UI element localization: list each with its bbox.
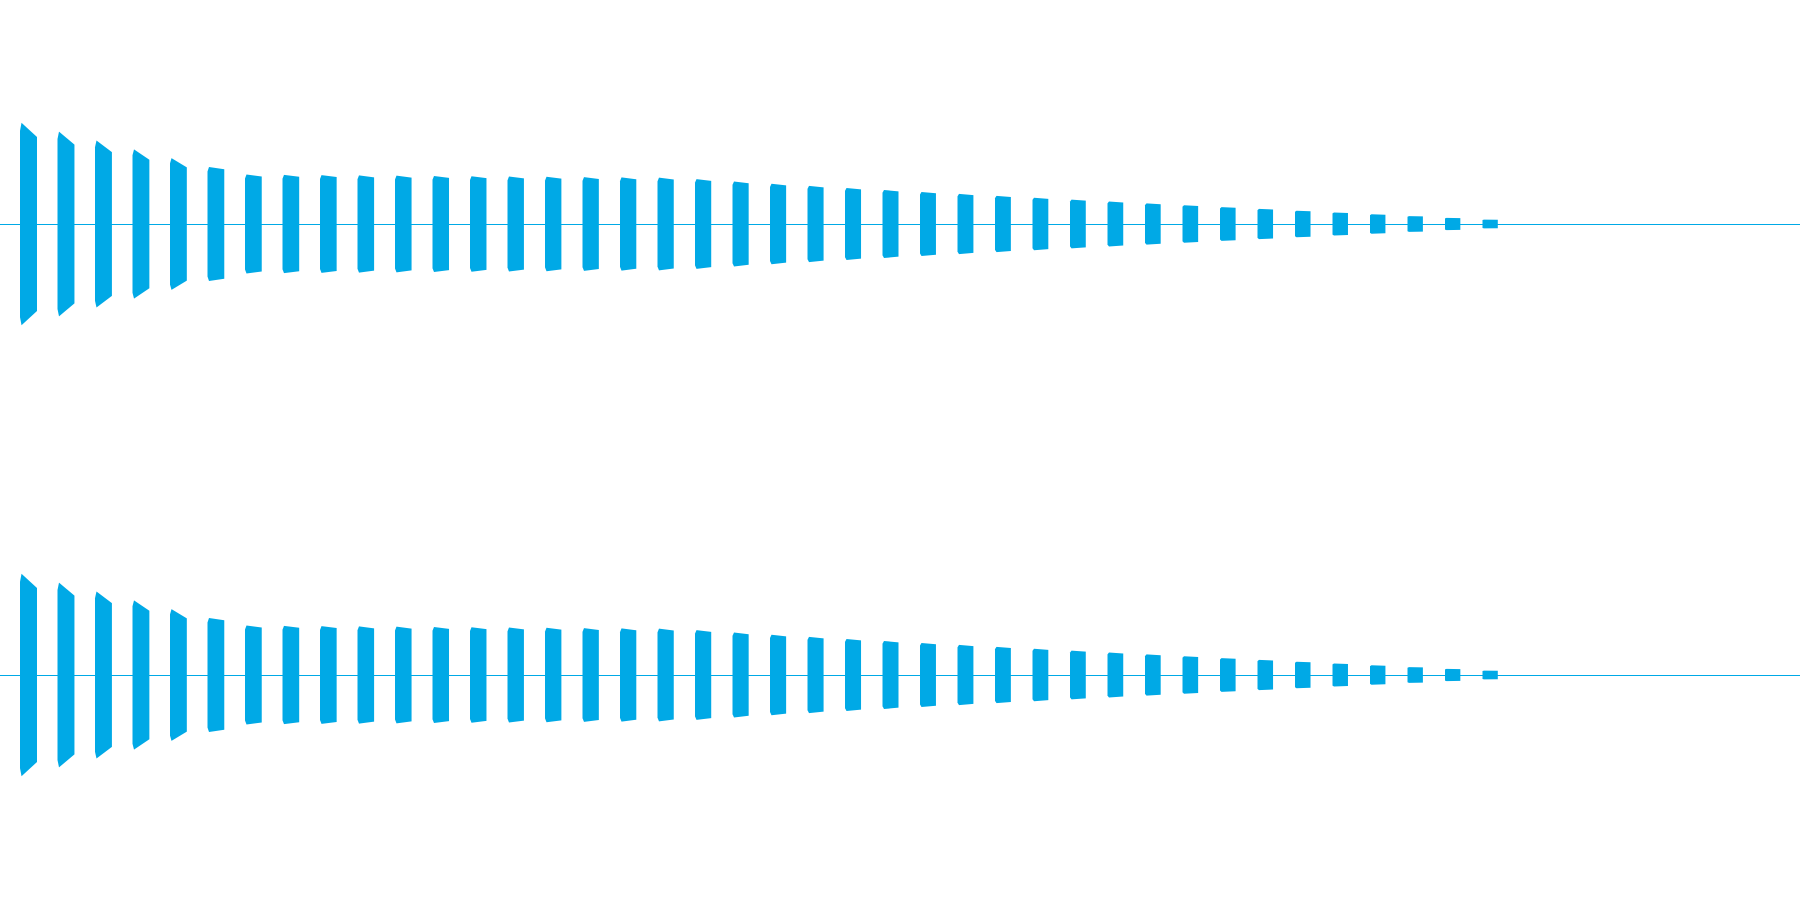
waveform-burst <box>1257 659 1274 691</box>
waveform-burst <box>57 131 75 317</box>
waveform-burst <box>1482 219 1498 229</box>
waveform-burst <box>770 183 787 265</box>
waveform-burst <box>95 591 112 759</box>
waveform-burst <box>695 630 712 720</box>
waveform-burst <box>357 175 375 273</box>
waveform-burst <box>245 174 262 274</box>
waveform-burst <box>20 122 37 326</box>
waveform-burst <box>807 185 824 263</box>
waveform-burst <box>507 176 524 272</box>
waveform-burst <box>1220 207 1236 241</box>
waveform-burst <box>395 626 412 724</box>
waveform-burst <box>657 628 674 722</box>
waveform-burst <box>357 626 375 724</box>
waveform-burst <box>432 626 450 724</box>
waveform-burst <box>1145 654 1161 696</box>
waveform-burst <box>1257 208 1274 240</box>
waveform-burst <box>582 177 599 271</box>
waveform-burst <box>845 638 862 712</box>
waveform-burst <box>882 640 899 710</box>
waveform-burst <box>282 174 300 274</box>
waveform-burst <box>1220 658 1236 692</box>
waveform-burst <box>132 600 150 750</box>
waveform-burst <box>1332 663 1348 687</box>
waveform-burst <box>1407 667 1423 683</box>
waveform-burst <box>1032 197 1049 251</box>
waveform-burst <box>620 177 637 271</box>
waveform-burst <box>657 177 674 271</box>
waveform-burst <box>507 627 524 723</box>
waveform-burst <box>1032 648 1049 702</box>
waveform-burst <box>1295 210 1311 238</box>
waveform-burst <box>1182 205 1199 243</box>
waveform-burst <box>132 149 150 299</box>
waveform-burst <box>732 632 749 718</box>
channel-1 <box>0 122 1800 326</box>
waveform-burst <box>1107 652 1124 698</box>
waveform-burst <box>1182 656 1199 694</box>
waveform-burst <box>1295 661 1311 689</box>
waveform-burst <box>1370 214 1386 234</box>
waveform-burst <box>995 646 1011 704</box>
waveform-burst <box>470 176 487 272</box>
waveform-burst <box>207 617 225 733</box>
waveform-burst <box>920 191 936 257</box>
waveform-burst <box>1370 665 1386 685</box>
waveform-burst <box>282 625 300 725</box>
waveform-burst <box>882 189 899 259</box>
waveform-burst <box>770 634 787 716</box>
waveform-burst <box>170 158 187 290</box>
waveform-burst <box>545 176 562 272</box>
waveform-burst <box>470 627 487 723</box>
waveform-burst <box>807 636 824 714</box>
waveform-burst <box>20 573 37 777</box>
waveform-burst <box>320 175 337 273</box>
waveform-burst <box>207 166 225 282</box>
waveform-burst <box>432 175 450 273</box>
waveform-burst <box>695 179 712 269</box>
waveform-burst <box>395 175 412 273</box>
waveform-burst <box>957 193 974 255</box>
waveform-burst <box>920 642 936 708</box>
waveform-burst <box>1107 201 1124 247</box>
waveform-burst <box>1070 650 1086 700</box>
channel-2 <box>0 573 1800 777</box>
waveform-burst <box>95 140 112 308</box>
waveform-burst <box>845 187 862 261</box>
waveform-burst <box>1332 212 1348 236</box>
waveform-burst <box>732 181 749 267</box>
waveform-burst <box>1445 668 1461 682</box>
waveform-burst <box>545 627 562 723</box>
waveform-burst <box>582 628 599 722</box>
waveform-burst <box>995 195 1011 253</box>
waveform-burst <box>620 628 637 722</box>
waveform-burst <box>245 625 262 725</box>
waveform-burst <box>1445 217 1461 231</box>
waveform-burst <box>57 582 75 768</box>
waveform-burst <box>1145 203 1161 245</box>
waveform-burst <box>957 644 974 706</box>
waveform-burst <box>1482 670 1498 680</box>
waveform-burst <box>1407 216 1423 232</box>
waveform-burst <box>170 609 187 741</box>
waveform-burst <box>1070 199 1086 249</box>
waveform-burst <box>320 626 337 724</box>
